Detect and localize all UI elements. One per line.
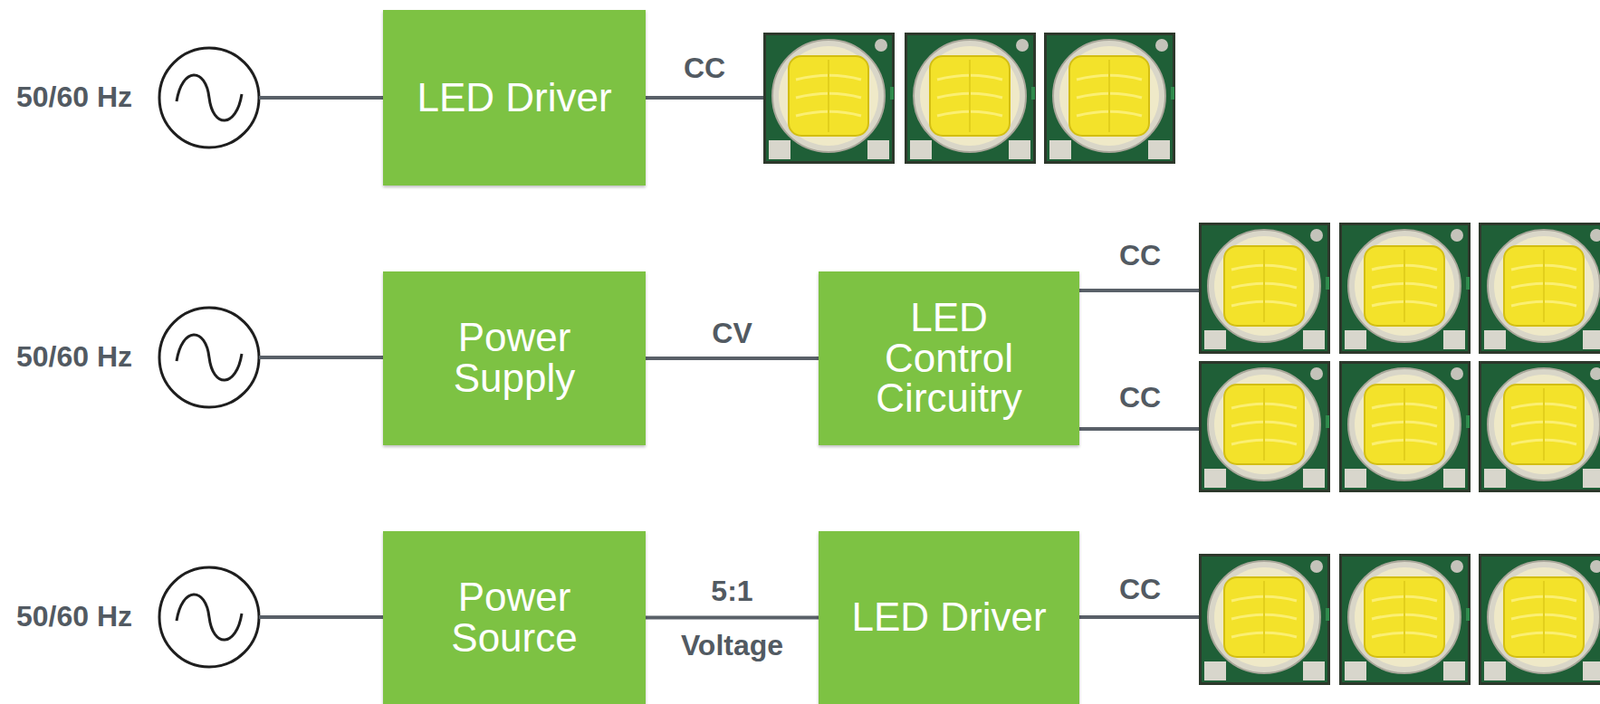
signal-label: 50/60 Hz [16, 81, 133, 114]
signal-label: 50/60 Hz [16, 341, 133, 374]
signal-label: CC [1119, 574, 1161, 606]
box-text: LED Driver [851, 597, 1046, 639]
signal-label: CC [683, 52, 726, 85]
process-box: LED Control Circuitry [818, 271, 1080, 446]
process-box: Power Supply [383, 271, 646, 446]
signal-label: CC [1119, 382, 1161, 414]
box-text: Power Supply [423, 317, 605, 400]
connector-label: CV [711, 317, 752, 350]
connector-line [645, 616, 819, 621]
ac-source-symbol [159, 47, 259, 668]
signal-label: 50/60 Hz [16, 601, 133, 633]
process-box: Power Source [383, 531, 646, 704]
box-text: LED Driver [416, 77, 612, 119]
process-box: LED Driver [818, 531, 1080, 704]
connector-line [645, 356, 819, 361]
signal-label: CC [1119, 239, 1161, 272]
process-box: LED Driver [383, 9, 646, 186]
box-text: Power Source [423, 577, 605, 660]
connector-label: 5:1 Voltage [680, 564, 784, 673]
box-text: LED Control Circuitry [867, 297, 1031, 421]
